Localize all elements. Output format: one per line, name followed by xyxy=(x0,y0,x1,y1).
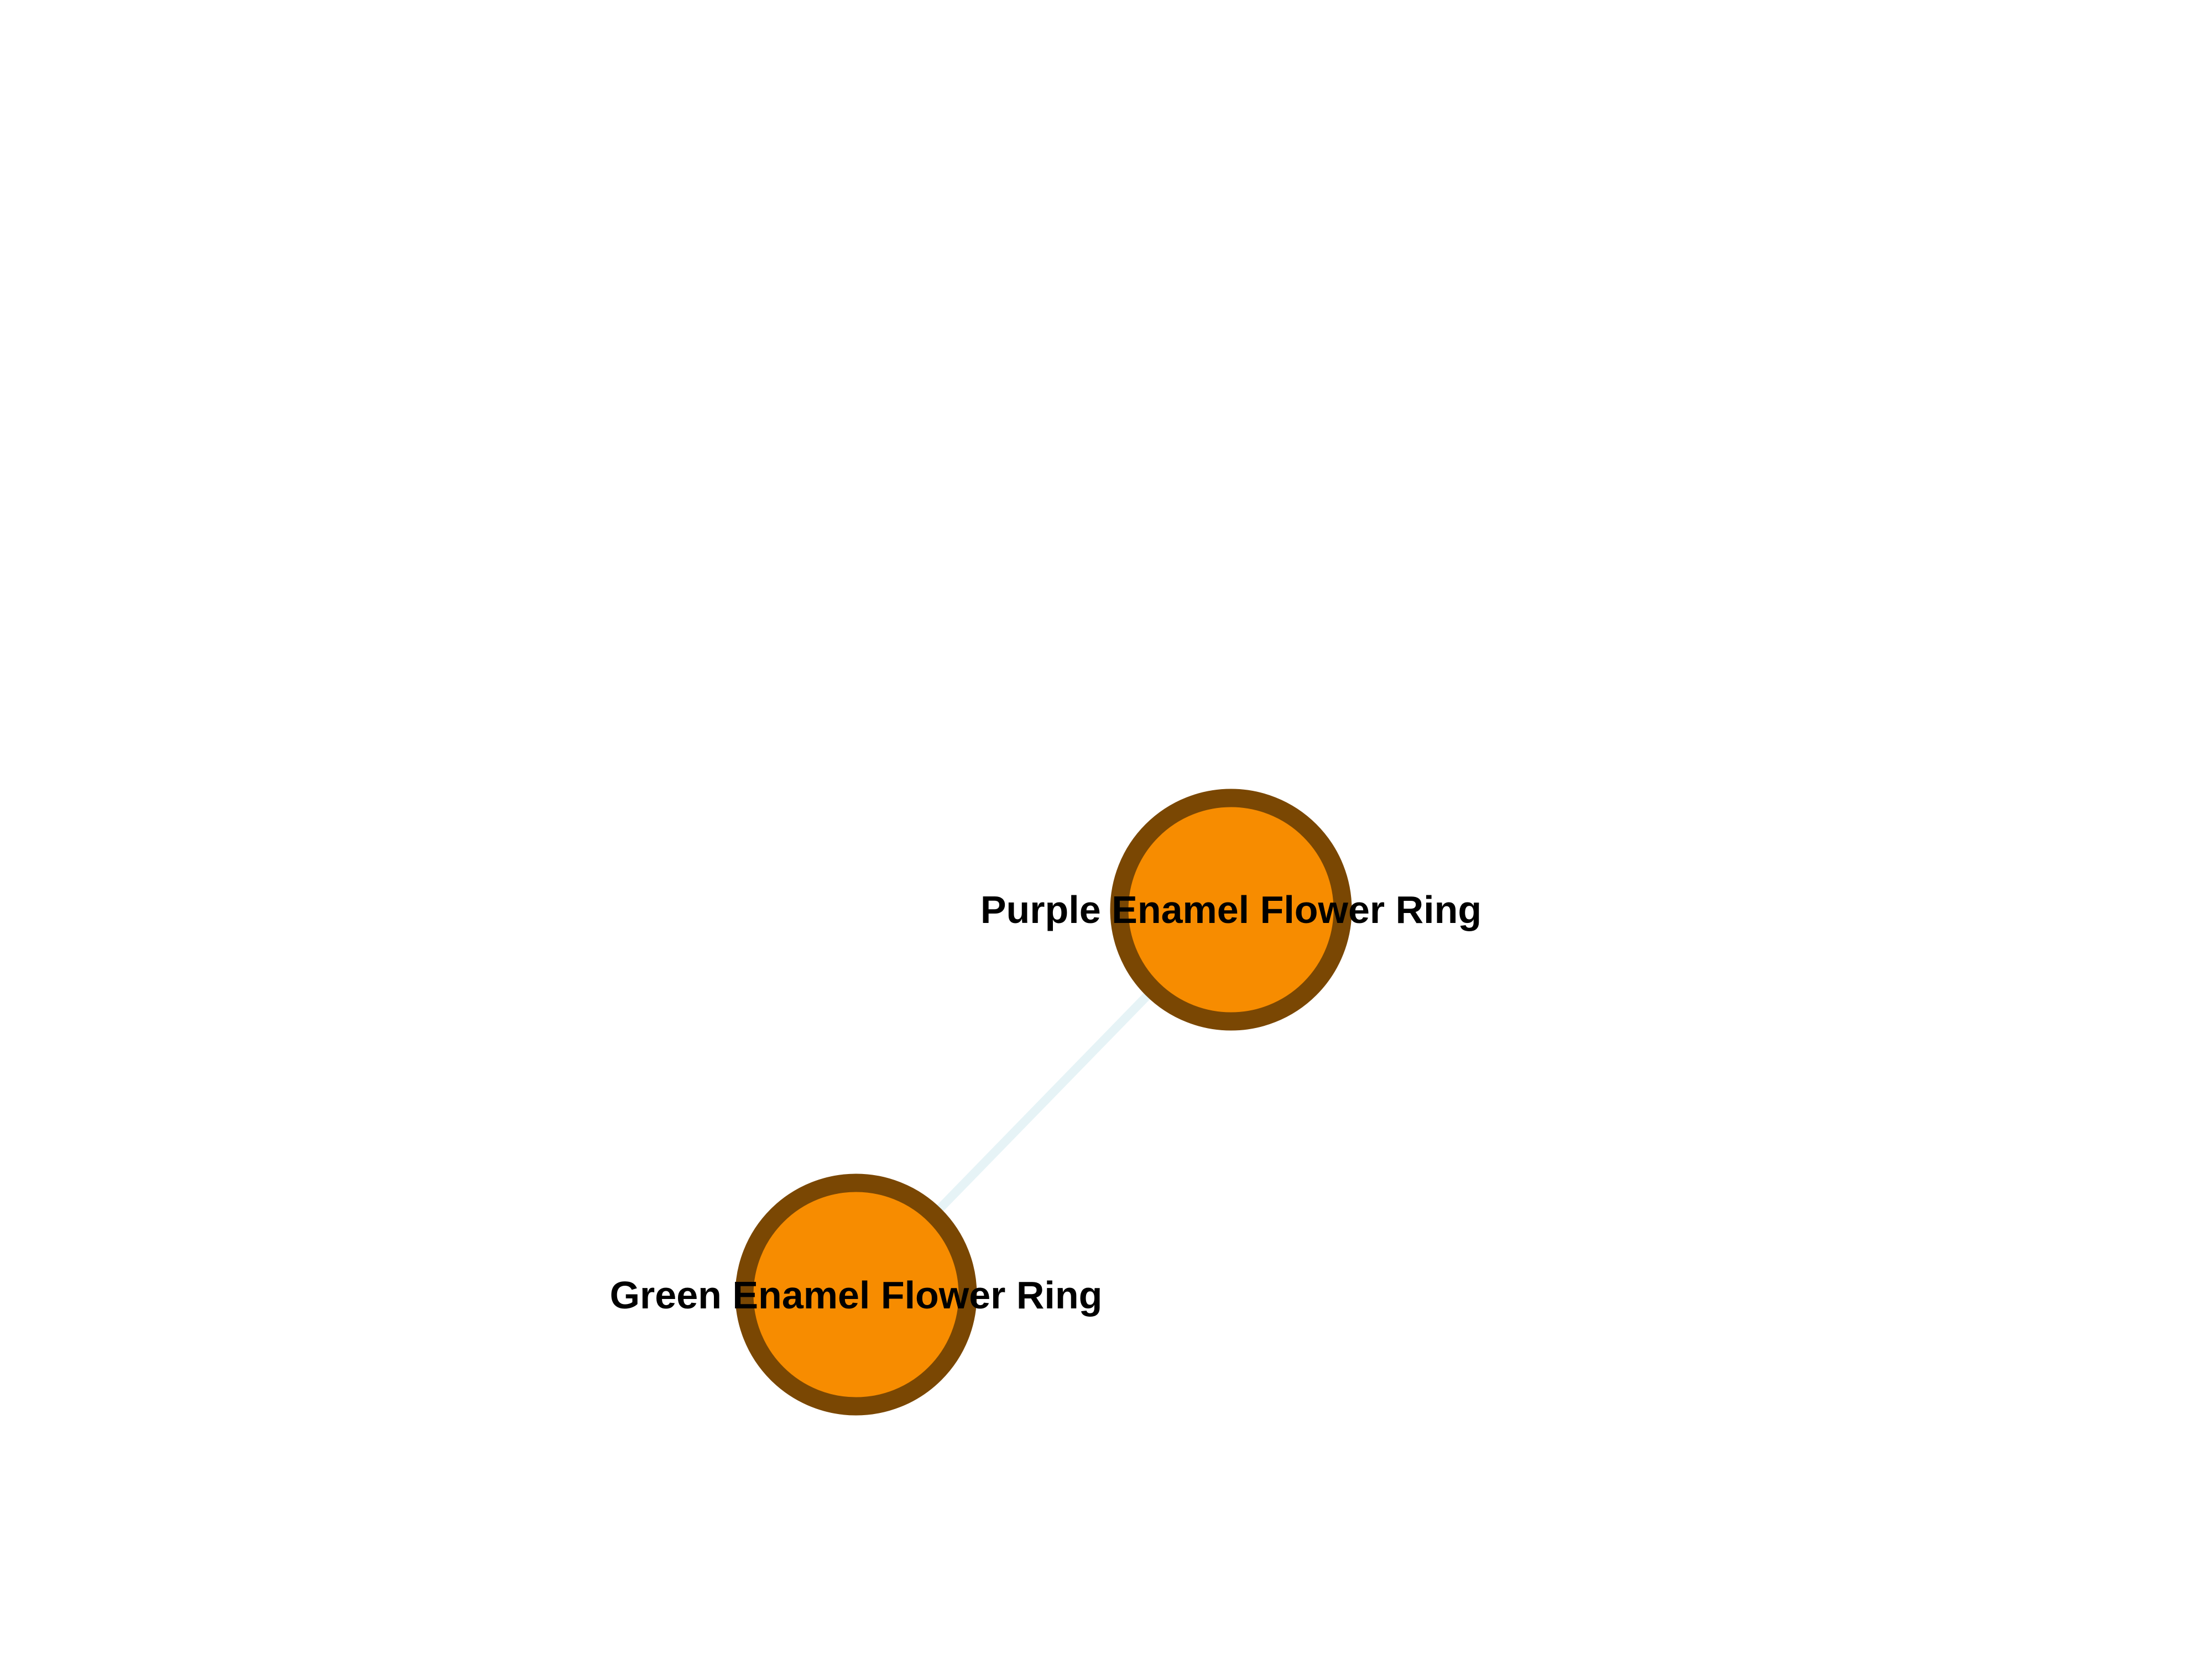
node-circle[interactable] xyxy=(1110,789,1352,1031)
node-label: Purple Enamel Flower Ring xyxy=(980,888,1481,931)
node-green-enamel-flower-ring[interactable]: Green Enamel Flower Ring xyxy=(610,1173,1103,1416)
node-label: Green Enamel Flower Ring xyxy=(610,1274,1103,1317)
node-purple-enamel-flower-ring[interactable]: Purple Enamel Flower Ring xyxy=(980,789,1481,1031)
node-circle[interactable] xyxy=(735,1173,977,1416)
